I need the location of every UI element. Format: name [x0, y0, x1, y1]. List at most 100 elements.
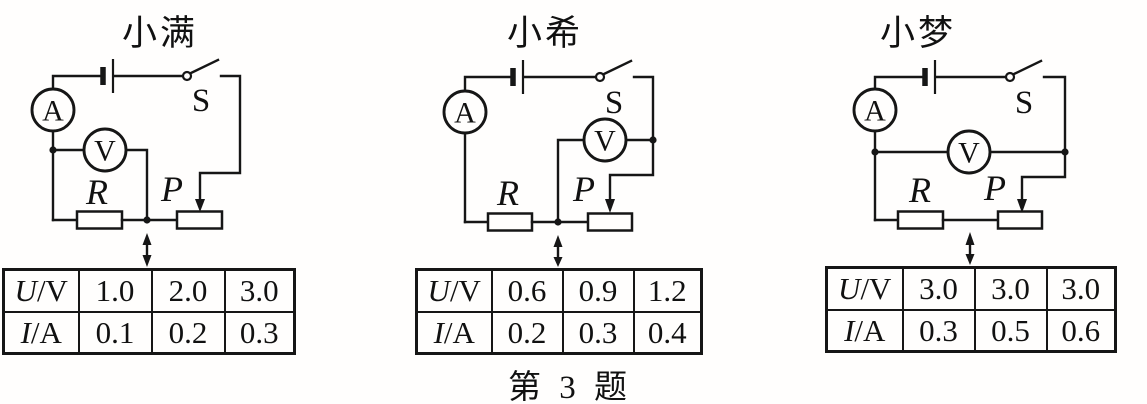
wiper-arrow-icon — [605, 199, 615, 213]
switch-icon — [594, 59, 633, 83]
table-cell: 0.3 — [561, 310, 635, 355]
voltmeter-label: V — [958, 137, 980, 170]
quantity-symbol: U — [838, 271, 861, 307]
switch-label: S — [605, 85, 623, 121]
table-cell: 3.0 — [1045, 266, 1117, 311]
panel-title-xiaomeng: 小梦 — [879, 14, 956, 53]
quantity-symbol: U — [14, 273, 37, 309]
junction-dot — [554, 218, 562, 226]
resistor-label: R — [908, 170, 931, 210]
figure-caption: 第 3 题 — [508, 370, 632, 404]
table-header-current: I/A — [415, 310, 493, 355]
rheostat-label: P — [160, 169, 183, 209]
table-cell: 2.0 — [150, 268, 226, 313]
battery-icon — [100, 59, 115, 93]
table-cell: 0.2 — [150, 310, 226, 355]
wiper-arrow-icon — [195, 199, 205, 212]
slider-adjust-arrow-icon — [965, 232, 975, 265]
wire — [51, 74, 102, 91]
circuit-xiaomeng: A V S R P — [852, 59, 1069, 265]
quantity-unit: /V — [860, 271, 892, 307]
junction-dot — [649, 136, 657, 144]
wire — [463, 75, 512, 93]
table-cell: 1.0 — [77, 268, 153, 313]
wire — [198, 74, 242, 203]
ammeter-label: A — [864, 95, 886, 128]
quantity-unit: /A — [30, 314, 62, 350]
ammeter: A — [442, 89, 488, 135]
resistor — [486, 212, 534, 232]
ammeter-label: A — [42, 95, 64, 128]
data-table-xiaomeng: U/V 3.0 3.0 3.0 I/A 0.3 0.5 0.6 — [825, 266, 1117, 353]
table-cell: 0.4 — [632, 310, 703, 355]
voltmeter: V — [82, 127, 128, 173]
table-cell: 3.0 — [223, 268, 296, 313]
table-cell: 0.6 — [490, 268, 564, 313]
table-row: U/V 0.6 0.9 1.2 — [415, 268, 703, 313]
quantity-symbol: I — [20, 314, 31, 350]
wire — [873, 75, 924, 91]
ammeter: A — [852, 87, 898, 133]
table-cell: 3.0 — [901, 266, 976, 311]
data-table-xiaoman: U/V 1.0 2.0 3.0 I/A 0.1 0.2 0.3 — [2, 268, 296, 355]
table-cell: 0.9 — [561, 268, 635, 313]
quantity-unit: /V — [449, 273, 481, 309]
battery-icon — [922, 60, 937, 94]
table-row: I/A 0.2 0.3 0.4 — [415, 310, 703, 355]
table-header-current: I/A — [825, 308, 904, 353]
table-cell: 0.2 — [490, 310, 564, 355]
quantity-symbol: I — [844, 312, 855, 348]
switch-label: S — [192, 83, 210, 119]
circuit-xiaoxi: A V S R P — [442, 59, 657, 267]
panel-title-xiaoxi: 小希 — [506, 14, 583, 53]
rheostat — [996, 210, 1044, 230]
wire — [124, 148, 149, 222]
wiper-arrow-icon — [1017, 199, 1027, 213]
switch-icon — [181, 58, 220, 82]
table-header-voltage: U/V — [415, 268, 493, 313]
quantity-symbol: I — [433, 314, 444, 350]
table-header-current: I/A — [2, 310, 80, 355]
slider-adjust-arrow-icon — [142, 233, 152, 267]
switch-icon — [1004, 59, 1043, 83]
slider-adjust-arrow-icon — [553, 235, 563, 267]
table-cell: 0.6 — [1045, 308, 1117, 353]
data-table-xiaoxi: U/V 0.6 0.9 1.2 I/A 0.2 0.3 0.4 — [415, 268, 703, 355]
table-cell: 1.2 — [632, 268, 703, 313]
resistor-label: R — [496, 173, 519, 213]
wire — [608, 75, 655, 203]
quantity-unit: /V — [36, 273, 68, 309]
table-row: I/A 0.1 0.2 0.3 — [2, 310, 296, 355]
table-header-voltage: U/V — [825, 266, 904, 311]
rheostat — [586, 212, 634, 232]
panel-title-xiaoman: 小满 — [121, 14, 198, 53]
rheostat — [175, 210, 224, 230]
table-cell: 3.0 — [973, 266, 1048, 311]
resistor-label: R — [85, 172, 108, 212]
switch-label: S — [1015, 85, 1033, 121]
table-cell: 0.3 — [901, 308, 976, 353]
quantity-unit: /A — [854, 312, 886, 348]
wire — [1020, 75, 1067, 203]
voltmeter: V — [582, 117, 628, 163]
table-row: U/V 1.0 2.0 3.0 — [2, 268, 296, 313]
table-cell: 0.5 — [973, 308, 1048, 353]
junction-dot — [143, 216, 151, 224]
junction-dot — [1061, 148, 1069, 156]
ammeter-label: A — [454, 97, 476, 130]
rheostat-label: P — [983, 168, 1006, 208]
rheostat-label: P — [572, 169, 595, 209]
voltmeter: V — [946, 129, 992, 175]
table-cell: 0.3 — [223, 310, 296, 355]
table-cell: 0.1 — [77, 310, 153, 355]
ammeter: A — [30, 87, 76, 133]
quantity-unit: /A — [443, 314, 475, 350]
table-header-voltage: U/V — [2, 268, 80, 313]
voltmeter-label: V — [594, 125, 616, 158]
quantity-symbol: U — [427, 273, 450, 309]
battery-icon — [510, 60, 525, 94]
table-row: I/A 0.3 0.5 0.6 — [825, 308, 1117, 353]
table-row: U/V 3.0 3.0 3.0 — [825, 266, 1117, 311]
